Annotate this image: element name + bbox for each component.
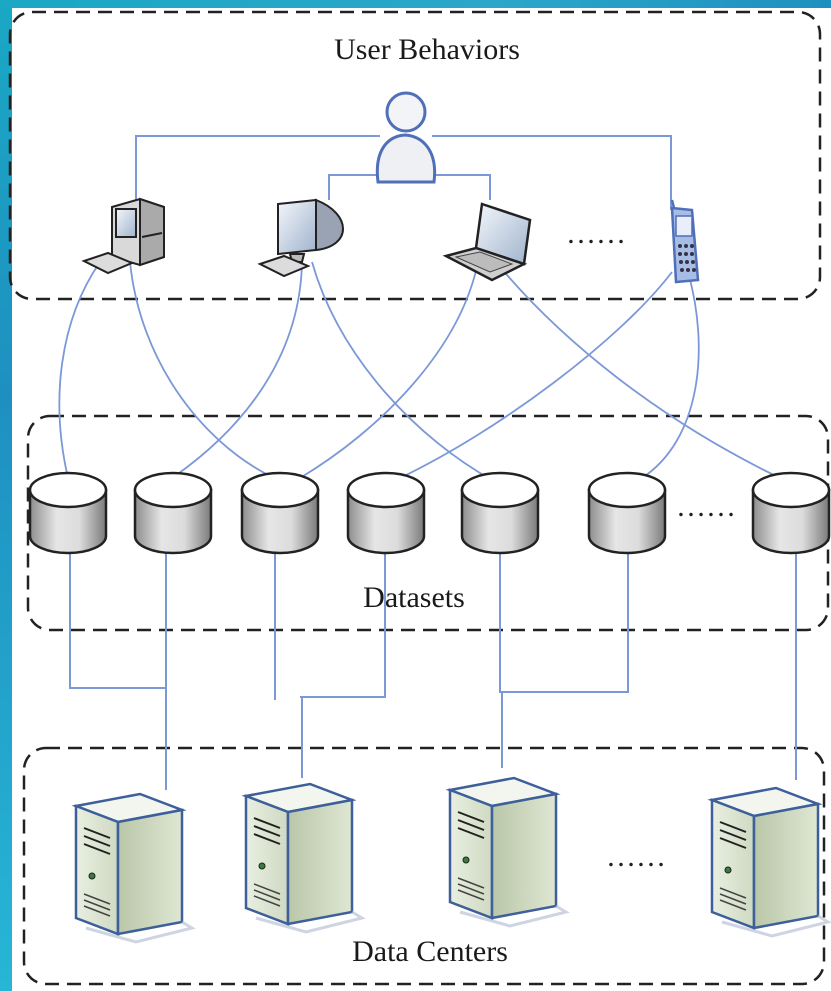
server-icon <box>707 786 831 938</box>
dataset-cylinder-icon <box>346 471 426 555</box>
devices-ellipsis: …… <box>566 217 626 250</box>
dataset-datacenter-links <box>69 545 797 790</box>
dataset-cylinder-icon <box>28 471 108 555</box>
dataset-cylinder-icon <box>240 471 320 555</box>
datasets-label: Datasets <box>363 581 465 614</box>
user-behaviors-label: User Behaviors <box>334 33 520 66</box>
server-icon <box>445 776 570 928</box>
data-centers-frame <box>22 746 826 986</box>
laptop-icon <box>442 202 532 282</box>
user-device-connectors <box>135 135 672 210</box>
user-behaviors-frame <box>8 10 822 301</box>
device-dataset-links <box>58 261 781 481</box>
datasets-frame <box>26 414 830 632</box>
datasets-ellipsis-text: …… <box>676 490 736 523</box>
datasets-group <box>28 471 831 555</box>
frame-edge-top <box>0 0 831 8</box>
crt-monitor-icon <box>257 198 344 278</box>
dataset-cylinder-icon <box>751 471 831 555</box>
servers-group <box>71 776 831 944</box>
mobile-phone-icon <box>670 199 700 284</box>
keypad <box>678 244 696 272</box>
server-icon <box>71 792 196 944</box>
dataset-cylinder-icon <box>133 471 213 555</box>
desktop-tower-icon <box>81 197 165 275</box>
server-icon <box>241 782 366 934</box>
servers-ellipsis-text: …… <box>606 840 666 873</box>
user-icon <box>375 91 437 184</box>
data-centers-label: Data Centers <box>352 935 508 968</box>
dataset-cylinder-icon <box>460 471 540 555</box>
dataset-cylinder-icon <box>587 471 667 555</box>
devices-ellipsis-text: …… <box>566 217 626 250</box>
frame-edge-left <box>0 0 12 991</box>
